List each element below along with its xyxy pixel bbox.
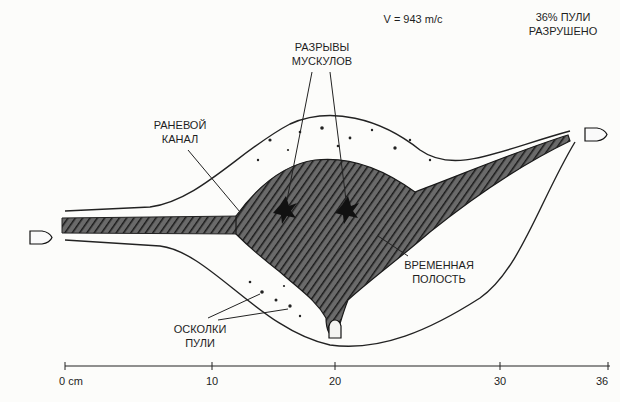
- callout-label: РАНЕВОЙ КАНАЛ: [140, 118, 220, 146]
- axis-label: 36: [590, 374, 614, 388]
- axis-label: 20: [320, 374, 350, 388]
- axis-label: 30: [485, 374, 515, 388]
- fragmentation-note: 36% ПУЛИ РАЗРУШЕНО: [516, 10, 610, 38]
- wound-mass: [236, 135, 570, 336]
- muscle-tear: [335, 196, 359, 224]
- speed-label: V = 943 m/c: [368, 12, 458, 26]
- bullet-exit: [585, 128, 607, 141]
- callout-label: ОСКОЛКИ ПУЛИ: [162, 322, 238, 350]
- bullet-entry: [30, 231, 52, 244]
- leader-lines: [188, 72, 408, 320]
- callout-label: ВРЕМЕННАЯ ПОЛОСТЬ: [396, 258, 482, 286]
- muscle-tear: [273, 196, 297, 224]
- axis-label: 0 cm: [59, 374, 99, 388]
- scale-axis: [65, 362, 610, 370]
- axis-label: 10: [197, 374, 227, 388]
- wound-channel: [62, 216, 240, 234]
- callout-label: РАЗРЫВЫ МУСКУЛОВ: [276, 40, 368, 68]
- bullet-core: [329, 320, 341, 338]
